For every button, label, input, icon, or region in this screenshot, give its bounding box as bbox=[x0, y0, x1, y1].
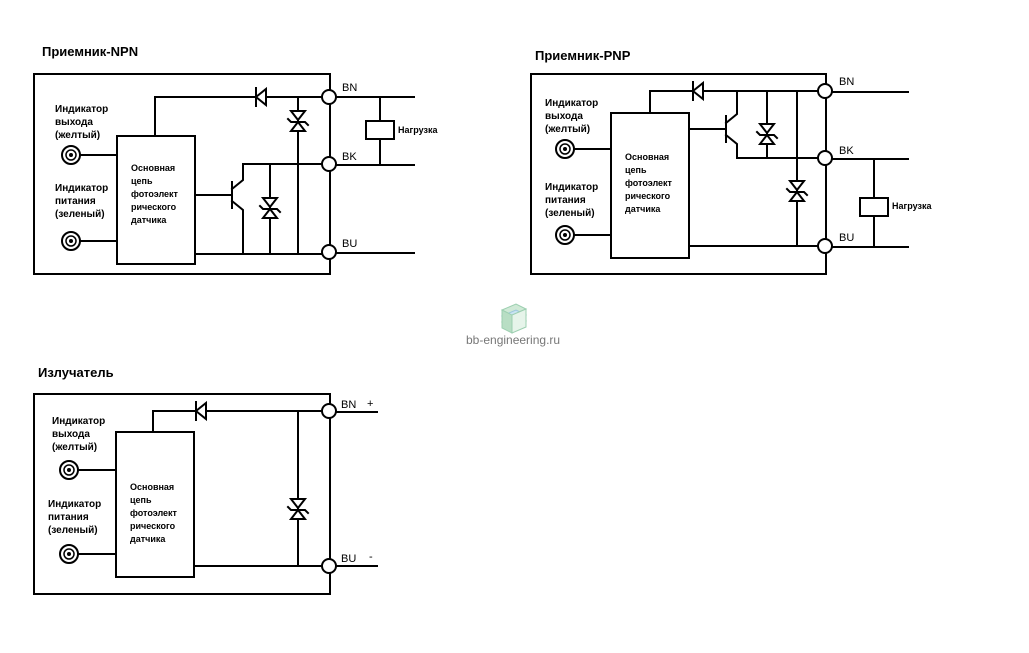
diode-icon bbox=[254, 86, 267, 108]
stacked-books-logo-icon bbox=[500, 303, 528, 334]
indicator-power-label: питания bbox=[48, 512, 89, 523]
block-label-line: цепь bbox=[130, 495, 152, 505]
block-label-line: фотоэлект bbox=[625, 178, 673, 188]
sensor-housing bbox=[530, 73, 827, 275]
circuit-emitter: Излучатель Основная цепь фотоэлект ричес… bbox=[33, 365, 378, 595]
block-label-line: фотоэлект bbox=[130, 508, 178, 518]
terminal-label-bk: BK bbox=[342, 151, 357, 163]
terminal-bu bbox=[321, 558, 337, 574]
load-resistor bbox=[365, 120, 395, 140]
indicator-output-label: выхода bbox=[55, 117, 93, 128]
block-label-line: фотоэлект bbox=[131, 189, 179, 199]
power-indicator-icon bbox=[555, 225, 575, 245]
block-label-line: рического bbox=[130, 521, 176, 531]
terminal-label-bu: BU bbox=[839, 232, 854, 244]
load-label: Нагрузка bbox=[892, 201, 932, 211]
block-label-line: Основная bbox=[130, 482, 174, 492]
block-label-line: датчика bbox=[130, 534, 166, 544]
tvs-diode-icon bbox=[287, 110, 309, 132]
indicator-power-label: Индикатор bbox=[55, 183, 108, 194]
polarity-plus: + bbox=[367, 398, 373, 410]
block-label-line: датчика bbox=[131, 215, 167, 225]
indicator-power-label: питания bbox=[545, 195, 586, 206]
tvs-diode-icon bbox=[786, 180, 808, 202]
terminal-label-bu: BU bbox=[342, 238, 357, 250]
output-indicator-icon bbox=[555, 139, 575, 159]
indicator-power-label: (зеленый) bbox=[48, 525, 98, 536]
terminal-label-bu: BU bbox=[341, 553, 356, 565]
main-circuit-block bbox=[115, 431, 195, 578]
circuit-npn: Приемник-NPN Основная цепь фотоэлект рич… bbox=[33, 44, 438, 275]
indicator-power-label: (зеленый) bbox=[545, 208, 595, 219]
indicator-output-label: (желтый) bbox=[52, 442, 97, 453]
indicator-output-label: Индикатор bbox=[52, 416, 105, 427]
terminal-label-bn: BN bbox=[341, 399, 356, 411]
power-indicator-icon bbox=[61, 231, 81, 251]
indicator-output-label: выхода bbox=[52, 429, 90, 440]
terminal-label-bn: BN bbox=[839, 76, 854, 88]
indicator-power-label: питания bbox=[55, 196, 96, 207]
indicator-output-label: Индикатор bbox=[545, 98, 598, 109]
terminal-bn bbox=[817, 83, 833, 99]
watermark: bb-engineering.ru bbox=[466, 303, 560, 347]
block-label-line: рического bbox=[625, 191, 671, 201]
indicator-output-label: выхода bbox=[545, 111, 583, 122]
load-label: Нагрузка bbox=[398, 125, 438, 135]
transistor-icon bbox=[230, 163, 244, 255]
block-label-line: цепь bbox=[625, 165, 647, 175]
terminal-bn bbox=[321, 403, 337, 419]
terminal-label-bk: BK bbox=[839, 145, 854, 157]
block-label-line: Основная bbox=[625, 152, 669, 162]
tvs-diode-icon bbox=[287, 498, 309, 520]
output-indicator-icon bbox=[59, 460, 79, 480]
block-label-line: рического bbox=[131, 202, 177, 212]
power-indicator-icon bbox=[59, 544, 79, 564]
block-label-line: цепь bbox=[131, 176, 153, 186]
terminal-bn bbox=[321, 89, 337, 105]
tvs-diode-icon bbox=[259, 197, 281, 219]
indicator-power-label: Индикатор bbox=[48, 499, 101, 510]
diode-icon bbox=[691, 80, 704, 102]
indicator-power-label: Индикатор bbox=[545, 182, 598, 193]
indicator-output-label: Индикатор bbox=[55, 104, 108, 115]
transistor-icon bbox=[724, 90, 738, 159]
circuit-pnp: Приемник-PNP Основная цепь фотоэлект рич… bbox=[530, 48, 932, 275]
block-label-line: Основная bbox=[131, 163, 175, 173]
diode-icon bbox=[194, 400, 207, 422]
output-indicator-icon bbox=[61, 145, 81, 165]
main-circuit-block bbox=[116, 135, 196, 265]
terminal-bu bbox=[817, 238, 833, 254]
circuit-title: Приемник-NPN bbox=[42, 44, 138, 59]
circuit-title: Излучатель bbox=[38, 365, 114, 380]
block-label-line: датчика bbox=[625, 204, 661, 214]
indicator-output-label: (желтый) bbox=[55, 130, 100, 141]
watermark-text: bb-engineering.ru bbox=[466, 333, 560, 347]
terminal-bk bbox=[321, 156, 337, 172]
terminal-bk bbox=[817, 150, 833, 166]
terminal-label-bn: BN bbox=[342, 82, 357, 94]
tvs-diode-icon bbox=[756, 123, 778, 145]
circuit-title: Приемник-PNP bbox=[535, 48, 631, 63]
indicator-power-label: (зеленый) bbox=[55, 209, 105, 220]
load-resistor bbox=[859, 197, 889, 217]
sensor-housing bbox=[33, 73, 331, 275]
indicator-output-label: (желтый) bbox=[545, 124, 590, 135]
terminal-bu bbox=[321, 244, 337, 260]
polarity-minus: - bbox=[369, 551, 373, 563]
sensor-housing bbox=[33, 393, 331, 595]
